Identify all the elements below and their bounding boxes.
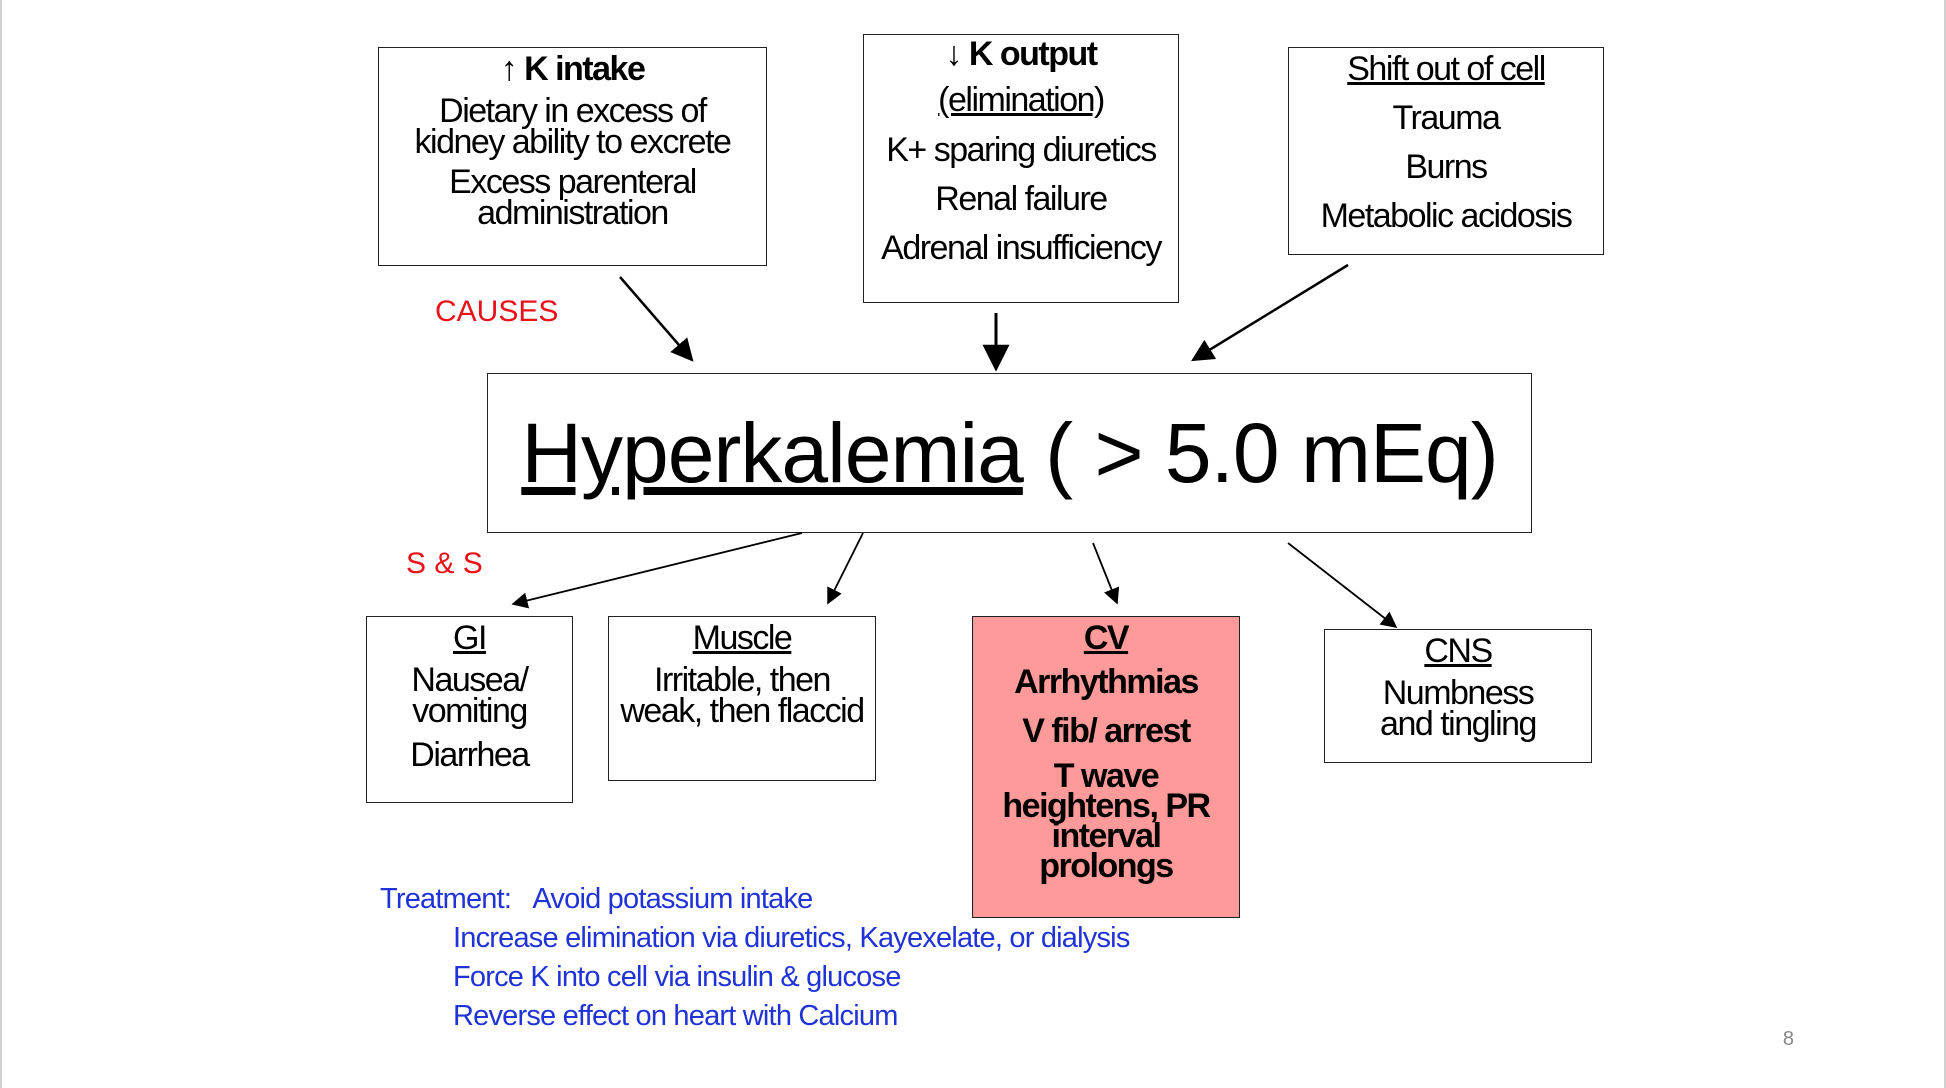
arrow-main-to-cv bbox=[1092, 542, 1120, 605]
signs-label: S & S bbox=[406, 547, 483, 580]
sign-gi-box: GI Nausea/ vomiting Diarrhea bbox=[366, 616, 573, 803]
arrow-shift-to-main bbox=[1191, 263, 1349, 362]
cause-shift-title: Shift out of cell bbox=[1347, 50, 1546, 88]
sign-gi-line-2: Diarrhea bbox=[410, 735, 530, 774]
cause-shift-line-3: Metabolic acidosis bbox=[1320, 197, 1573, 235]
cause-output-subtitle: (elimination) bbox=[938, 81, 1105, 119]
cause-output-line-1: K+ sparing diuretics bbox=[886, 131, 1157, 169]
cause-shift-line-1: Trauma bbox=[1392, 99, 1501, 137]
sign-muscle-title: Muscle bbox=[692, 619, 793, 657]
treatment-first: Avoid potassium intake bbox=[532, 883, 813, 915]
sign-cv-box: CV Arrhythmias V fib/ arrest T wave heig… bbox=[972, 616, 1240, 918]
arrow-main-to-cns bbox=[1287, 542, 1398, 628]
arrow-main-to-gi bbox=[511, 532, 803, 609]
cause-shift-line-2: Burns bbox=[1405, 148, 1488, 186]
sign-cv-line-3: T wave heightens, PR interval prolongs bbox=[1002, 757, 1211, 885]
treatment-item-1: Increase elimination via diuretics, Kaye… bbox=[453, 922, 1130, 954]
slide-edge-right bbox=[1944, 0, 1946, 1088]
hyperkalemia-box: Hyperkalemia ( > 5.0 mEq) bbox=[487, 373, 1532, 533]
slide-edge-left bbox=[0, 0, 2, 1088]
treatment-heading: Treatment: Avoid potassium intake bbox=[380, 883, 813, 916]
treatment-item-2: Force K into cell via insulin & glucose bbox=[453, 961, 901, 993]
treatment-item-3: Reverse effect on heart with Calcium bbox=[453, 1000, 898, 1032]
sign-gi-line-1: Nausea/ vomiting bbox=[411, 661, 529, 731]
cause-intake-line-2: Excess parenteral administration bbox=[449, 162, 697, 232]
cause-intake-title: ↑ K intake bbox=[500, 50, 646, 88]
cause-output-line-2: Renal failure bbox=[935, 180, 1108, 218]
sign-muscle-line-1: Irritable, then weak, then flaccid bbox=[620, 661, 865, 731]
sign-cv-title: CV bbox=[1083, 619, 1130, 657]
cause-output-box: ↓ K output (elimination) K+ sparing diur… bbox=[863, 34, 1179, 303]
cause-output-line-3: Adrenal insufficiency bbox=[881, 229, 1162, 267]
sign-cns-box: CNS Numbness and tingling bbox=[1324, 629, 1592, 763]
sign-muscle-box: Muscle Irritable, then weak, then flacci… bbox=[608, 616, 876, 781]
cause-output-title: ↓ K output bbox=[945, 35, 1098, 73]
treatment-label: Treatment: bbox=[380, 883, 512, 915]
hyperkalemia-threshold: ( > 5.0 mEq) bbox=[1022, 405, 1499, 500]
cause-shift-box: Shift out of cell Trauma Burns Metabolic… bbox=[1288, 47, 1604, 255]
sign-cns-line-1: Numbness and tingling bbox=[1380, 674, 1537, 744]
causes-label: CAUSES bbox=[435, 295, 559, 328]
cause-intake-box: ↑ K intake Dietary in excess of kidney a… bbox=[378, 47, 767, 266]
hyperkalemia-term: Hyperkalemia bbox=[521, 405, 1024, 500]
cause-intake-line-1: Dietary in excess of kidney ability to e… bbox=[414, 92, 732, 162]
page-number: 8 bbox=[1782, 1028, 1794, 1050]
sign-gi-title: GI bbox=[453, 619, 487, 657]
sign-cv-line-2: V fib/ arrest bbox=[1022, 712, 1191, 750]
arrow-main-to-muscle bbox=[827, 532, 864, 605]
sign-cv-line-1: Arrhythmias bbox=[1014, 663, 1199, 701]
sign-cns-title: CNS bbox=[1424, 632, 1493, 670]
arrow-intake-to-main bbox=[619, 276, 694, 362]
